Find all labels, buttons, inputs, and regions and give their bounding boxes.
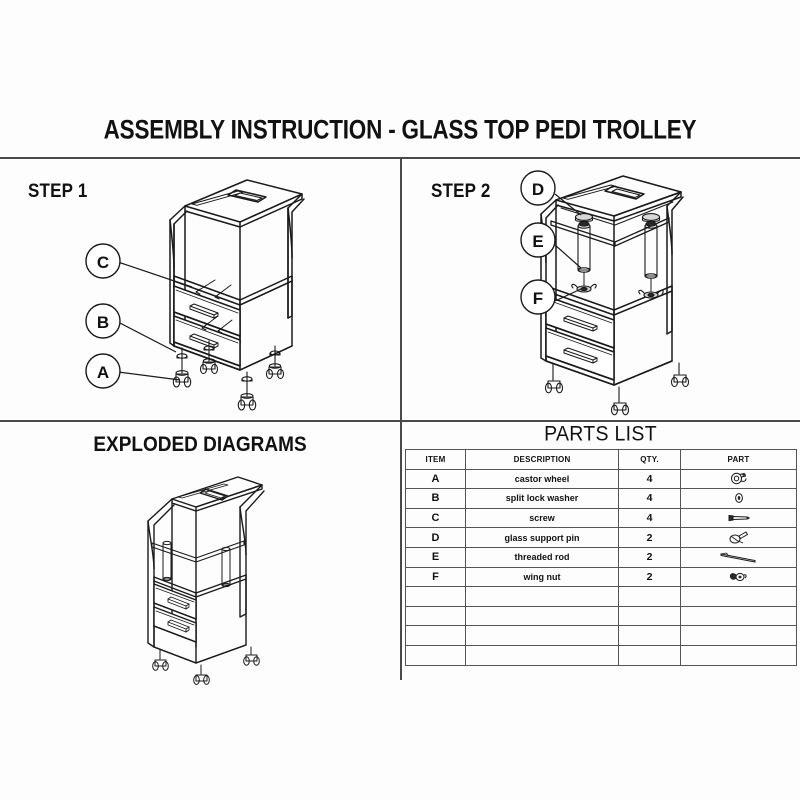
cell-qty-empty — [618, 625, 681, 646]
callout-circle-a — [85, 353, 121, 389]
exploded-diagrams-label: EXPLODED DIAGRAMS — [93, 433, 307, 457]
glass-support-pin-icon — [729, 530, 748, 544]
callout-label-f: F — [533, 289, 543, 308]
exploded-illustration — [147, 476, 265, 685]
cell-qty: 4 — [618, 507, 681, 529]
cell-part — [680, 566, 797, 588]
callout-f: F — [520, 279, 556, 315]
callout-circle-e — [520, 222, 556, 258]
cell-qty-empty — [618, 586, 681, 607]
cell-qty: 2 — [618, 566, 681, 588]
cell-qty: 2 — [618, 546, 681, 568]
table-row-empty — [405, 644, 797, 666]
cell-description: split lock washer — [465, 488, 619, 509]
cell-item: F — [405, 566, 466, 588]
table-row: F wing nut 2 — [405, 566, 797, 588]
table-header-row: ITEM DESCRIPTION QTY. PART — [405, 449, 797, 470]
callout-d: D — [520, 170, 556, 206]
callout-label-b: B — [97, 313, 109, 332]
cell-description: screw — [465, 507, 619, 529]
column-header-description: DESCRIPTION — [465, 449, 619, 470]
table-row: A castor wheel 4 — [405, 468, 797, 490]
callout-label-c: C — [97, 253, 109, 272]
cell-part-empty — [680, 625, 797, 646]
callout-circle-d — [520, 170, 556, 206]
cell-part — [680, 488, 797, 509]
title-bar: ASSEMBLY INSTRUCTION - GLASS TOP PEDI TR… — [0, 108, 800, 152]
step-2-illustration — [540, 175, 690, 416]
cell-qty-empty — [618, 644, 681, 666]
panel-step-2: STEP 2 — [401, 158, 800, 420]
cell-description-empty — [465, 644, 619, 666]
step-1-label: STEP 1 — [28, 180, 88, 202]
wing-nut-icon — [729, 572, 747, 581]
cell-description: threaded rod — [465, 546, 619, 568]
cell-description-empty — [465, 586, 619, 607]
panel-exploded-diagrams: EXPLODED DIAGRAMS — [0, 421, 400, 685]
cell-item: A — [405, 468, 466, 490]
cell-part — [680, 546, 797, 568]
cell-part — [680, 507, 797, 529]
column-header-part: PART — [680, 449, 797, 470]
table-row: D glass support pin 2 — [405, 527, 797, 548]
step-2-callouts: D E F — [520, 170, 556, 315]
table-row-empty — [405, 625, 797, 646]
callout-c: C — [85, 243, 121, 279]
column-header-qty: QTY. — [618, 449, 681, 470]
cell-description-empty — [465, 625, 619, 646]
table-row-empty — [405, 586, 797, 607]
cell-item-empty — [405, 644, 466, 666]
cell-qty-empty — [618, 605, 681, 627]
table-row-empty — [405, 605, 797, 627]
step-2-label: STEP 2 — [431, 180, 491, 202]
parts-list-title: PARTS LIST — [544, 422, 657, 447]
cell-part — [680, 527, 797, 548]
table-row: C screw 4 — [405, 507, 797, 529]
callout-circle-b — [85, 303, 121, 339]
callout-circle-f — [520, 279, 556, 315]
callout-e: E — [520, 222, 556, 258]
cell-qty: 2 — [618, 527, 681, 548]
callout-label-a: A — [97, 363, 109, 382]
cell-qty: 4 — [618, 468, 681, 490]
table-row: B split lock washer 4 — [405, 488, 797, 509]
callout-label-e: E — [532, 232, 543, 251]
cell-description-empty — [465, 605, 619, 627]
callout-a: A — [85, 353, 121, 389]
parts-list-table: ITEM DESCRIPTION QTY. PART A castor whee… — [405, 449, 797, 666]
cell-description: castor wheel — [465, 468, 619, 490]
callout-label-d: D — [532, 180, 544, 199]
panel-parts-list: PARTS LIST ITEM DESCRIPTION QTY. PART A … — [401, 421, 800, 680]
split-lock-washer-icon — [734, 493, 743, 504]
cell-qty: 4 — [618, 488, 681, 509]
cell-item: C — [405, 507, 466, 529]
table-row: E threaded rod 2 — [405, 546, 797, 568]
cell-part-empty — [680, 644, 797, 666]
cell-part — [680, 468, 797, 490]
step-1-callouts: C B A — [85, 243, 121, 389]
cell-item: E — [405, 546, 466, 568]
castor-wheel-icon — [730, 472, 746, 485]
page-title: ASSEMBLY INSTRUCTION - GLASS TOP PEDI TR… — [103, 114, 697, 145]
cell-part-empty — [680, 586, 797, 607]
cell-item-empty — [405, 605, 466, 627]
cell-item-empty — [405, 586, 466, 607]
panel-step-1: STEP 1 — [0, 158, 400, 420]
cell-item: B — [405, 488, 466, 509]
cell-item-empty — [405, 625, 466, 646]
callout-circle-c — [85, 243, 121, 279]
screw-icon — [728, 515, 749, 522]
cell-item: D — [405, 527, 466, 548]
cell-part-empty — [680, 605, 797, 627]
cell-description: glass support pin — [465, 527, 619, 548]
callout-b: B — [85, 303, 121, 339]
frame-rule-vertical — [400, 157, 402, 680]
cell-description: wing nut — [465, 566, 619, 588]
step-1-illustration — [117, 179, 305, 411]
column-header-item: ITEM — [405, 449, 466, 470]
threaded-rod-icon — [720, 552, 755, 563]
